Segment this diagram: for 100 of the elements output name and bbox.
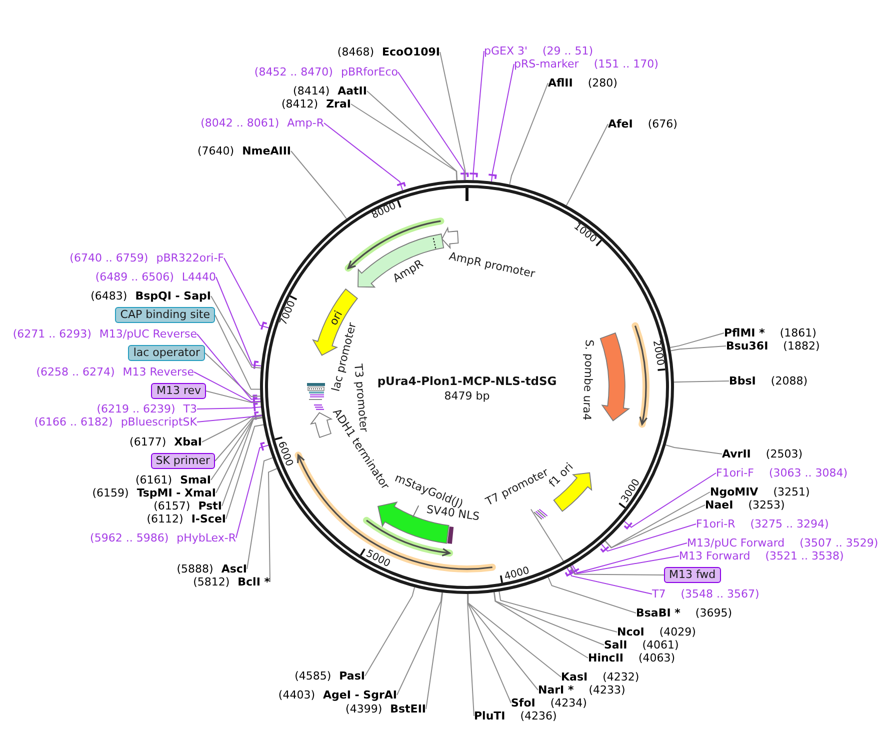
leader-line <box>467 594 512 704</box>
primer-name: pRS-marker <box>514 58 579 70</box>
primer-name: L4440 <box>182 270 216 284</box>
tick-label: 4000 <box>504 566 532 583</box>
cut-position: (5812) <box>193 576 230 588</box>
primer-range: (6219 .. 6239) <box>96 402 176 416</box>
leader-line <box>268 468 278 582</box>
cut-position: (8468) <box>337 46 374 58</box>
leader-line <box>548 576 636 614</box>
leader-line <box>665 444 722 454</box>
enzyme-name: ZraI <box>326 98 351 110</box>
cut-position: (280) <box>588 76 618 90</box>
enzyme-name: SfoI <box>511 696 536 710</box>
leader-line <box>530 508 564 562</box>
primer-name: F1ori-F <box>716 466 754 480</box>
cut-position: (3695) <box>695 606 732 620</box>
enzyme-name: SmaI <box>180 474 211 486</box>
leader-line <box>196 334 261 400</box>
leader-line <box>426 592 444 710</box>
leader-line <box>490 64 514 182</box>
leader-line <box>216 276 262 366</box>
leader-line <box>214 415 263 462</box>
cut-position: (6157) <box>154 500 190 512</box>
cut-position: (4233) <box>588 684 626 696</box>
enzyme-name: EcoO109I <box>382 46 440 58</box>
leader-line <box>366 90 458 181</box>
leader-line <box>364 586 416 676</box>
primer-name: T3 <box>183 402 197 416</box>
primer-range: (3548 .. 3567) <box>680 588 760 600</box>
cut-position: (1882) <box>783 340 820 352</box>
cut-position: (4236) <box>520 710 557 722</box>
cut-position: (4029) <box>659 626 696 638</box>
tick-label: 8000 <box>370 201 398 222</box>
leader-line <box>601 524 696 552</box>
primer-name: F1ori-R <box>696 518 736 530</box>
primer-range: (29 .. 51) <box>542 44 594 58</box>
primer-name: M13/pUC Reverse <box>99 328 197 340</box>
leader-line <box>206 390 262 404</box>
feature-tag: SK primer <box>150 453 215 469</box>
leader-line <box>194 372 261 402</box>
primer-name: T7 <box>652 588 666 600</box>
enzyme-name: PluTI <box>474 710 506 722</box>
leader-line <box>202 414 262 442</box>
primer-range: (8452 .. 8470) <box>254 66 333 78</box>
enzyme-name: TspMI - XmaI <box>136 486 216 500</box>
feature-label: AmpR promoter <box>448 250 536 280</box>
leader-line <box>216 417 263 494</box>
plasmid-name: pUra4-Plon1-MCP-NLS-tdSG <box>377 374 557 388</box>
enzyme-name: PasI <box>339 670 365 682</box>
leader-line <box>396 592 442 696</box>
feature-tag: lac operator <box>128 345 205 361</box>
leader-line <box>324 122 404 191</box>
enzyme-name: BsaBI * <box>636 606 680 620</box>
primer-range: (5962 .. 5986) <box>90 532 169 544</box>
cut-position: (5888) <box>176 562 214 576</box>
enzyme-name: AatII <box>338 84 367 98</box>
primer-range: (3521 .. 3538) <box>765 550 844 562</box>
enzyme-name: I-SceI <box>191 512 226 526</box>
leader-line <box>236 444 269 538</box>
primer-name: pGEX 3' <box>484 44 528 58</box>
enzyme-name: SalI <box>604 638 628 652</box>
enzyme-name: PflMI * <box>724 326 765 340</box>
enzyme-name: AvrII <box>722 448 751 460</box>
feature-tag: CAP binding site <box>115 307 215 323</box>
leader-line <box>670 346 726 352</box>
feature-tag: M13 rev <box>151 383 206 399</box>
cut-position: (8414) <box>293 84 330 98</box>
primer-name: pHybLex-R <box>176 532 236 544</box>
leader-line <box>493 592 588 658</box>
cut-position: (4232) <box>602 670 640 684</box>
leader-line <box>566 124 608 206</box>
primer-range: (6258 .. 6274) <box>36 366 115 378</box>
cut-position: (6159) <box>92 486 129 500</box>
tick-label: 6000 <box>275 440 294 468</box>
leader-line <box>226 424 264 520</box>
leader-line <box>440 52 466 180</box>
cut-position: (2088) <box>770 374 808 388</box>
leader-line <box>290 150 347 220</box>
enzyme-name: Bsu36I <box>726 340 768 352</box>
enzyme-name: HincII <box>588 652 624 664</box>
primer-range: (6166 .. 6182) <box>34 416 113 428</box>
plasmid-size: 8479 bp <box>444 390 490 402</box>
leader-line <box>570 566 664 576</box>
enzyme-name: BstEII <box>390 702 426 716</box>
enzyme-name: AfeI <box>608 118 633 130</box>
leader-line <box>498 590 618 632</box>
leader-line <box>509 82 548 185</box>
cut-position: (6161) <box>136 474 172 486</box>
primer-name: pBRforEco <box>340 66 398 78</box>
feature-tag: M13 fwd <box>664 567 721 583</box>
leader-line <box>398 72 465 181</box>
enzyme-name: NmeAIII <box>242 144 291 158</box>
enzyme-name: AscI <box>221 562 247 576</box>
leader-line <box>570 556 680 574</box>
tick-label: 7000 <box>278 299 298 328</box>
cut-position: (4399) <box>346 702 382 716</box>
enzyme-name: AflII <box>548 76 573 90</box>
leader-line <box>210 416 263 480</box>
primer-name: pBR322ori-F <box>156 252 224 264</box>
cut-position: (4403) <box>278 688 315 702</box>
